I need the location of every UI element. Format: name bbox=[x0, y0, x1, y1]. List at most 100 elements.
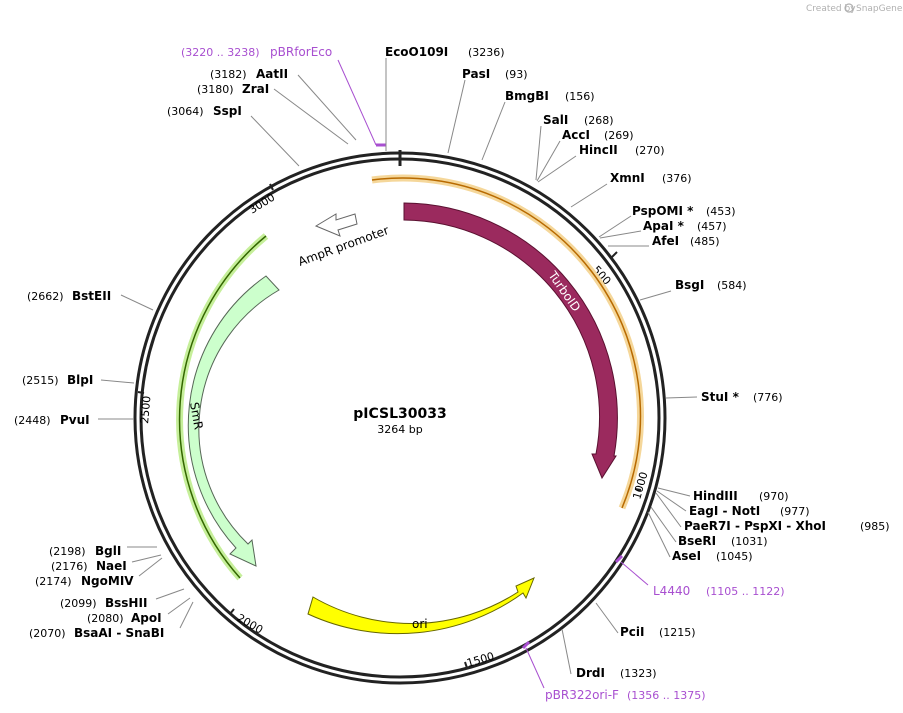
site-hindiii-name[interactable]: HindIII bbox=[693, 489, 738, 503]
site-afei-pos: (485) bbox=[690, 235, 720, 248]
site-aatii-name[interactable]: AatII bbox=[256, 67, 288, 81]
brand-created-by: Created by bbox=[806, 4, 856, 14]
site-bgli-name[interactable]: BglI bbox=[95, 544, 121, 558]
brand-app: SnapGene bbox=[856, 4, 903, 14]
tick-3000-mark bbox=[269, 183, 274, 191]
site-xmni-pos: (376) bbox=[662, 172, 692, 185]
smr-feature[interactable] bbox=[187, 275, 280, 567]
site-hindiii-pos: (970) bbox=[759, 490, 789, 503]
site-acci-pos: (269) bbox=[604, 129, 634, 142]
turboid-outline-arc-edge bbox=[371, 177, 642, 509]
site-stui-pos: (776) bbox=[753, 391, 783, 404]
site-zrai-pos: (3180) bbox=[197, 83, 234, 96]
site-blpi-name[interactable]: BlpI bbox=[67, 373, 93, 387]
site-bmgbi-pos: (156) bbox=[565, 90, 595, 103]
site-bseri-name[interactable]: BseRI bbox=[678, 534, 716, 548]
turboid-feature[interactable] bbox=[403, 202, 618, 480]
tick-2500: 2500 bbox=[138, 395, 153, 424]
site-pasi-name[interactable]: PasI bbox=[462, 67, 490, 81]
primer-pbr322ori-f-name[interactable]: pBR322ori-F bbox=[545, 688, 619, 702]
primer-pbrforeco-range: (3220 .. 3238) bbox=[181, 46, 260, 59]
site-apai-name[interactable]: ApaI * bbox=[643, 219, 685, 233]
site-blpi-pos: (2515) bbox=[22, 374, 59, 387]
site-bsgi-name[interactable]: BsgI bbox=[675, 278, 704, 292]
site-asei-pos: (1045) bbox=[716, 550, 753, 563]
tick-2500-mark bbox=[137, 391, 145, 394]
site-pcii-pos: (1215) bbox=[659, 626, 696, 639]
primer-labels: (3220 .. 3238) pBRforEco L4440 (1105 .. … bbox=[181, 45, 785, 702]
site-zrai-name[interactable]: ZraI bbox=[242, 82, 269, 96]
tick-1000-mark bbox=[634, 488, 642, 491]
site-ngomiv-pos: (2174) bbox=[35, 575, 72, 588]
site-bsshii-pos: (2099) bbox=[60, 597, 97, 610]
site-bgli-pos: (2198) bbox=[49, 545, 86, 558]
site-apoi-name[interactable]: ApoI bbox=[131, 611, 162, 625]
tick-2000-mark bbox=[229, 608, 235, 615]
site-aatii-pos: (3182) bbox=[210, 68, 247, 81]
primer-pbrforeco-name[interactable]: pBRforEco bbox=[270, 45, 332, 59]
site-bsshii-name[interactable]: BssHII bbox=[105, 596, 147, 610]
tick-500-mark bbox=[611, 251, 618, 258]
site-ecoo109i-pos: (3236) bbox=[468, 46, 505, 59]
site-stui-name[interactable]: StuI * bbox=[701, 390, 740, 404]
site-labels-left: (2070) BsaAI - SnaBI (2080) ApoI (2099) … bbox=[14, 67, 288, 640]
site-bsaai-name[interactable]: BsaAI - SnaBI bbox=[74, 626, 164, 640]
site-bsgi-pos: (584) bbox=[717, 279, 747, 292]
site-ngomiv-name[interactable]: NgoMIV bbox=[81, 574, 134, 588]
smr-outline-arc-edge bbox=[178, 235, 267, 579]
turboid-label: TurboID bbox=[545, 268, 583, 314]
primer-l4440-name[interactable]: L4440 bbox=[653, 584, 690, 598]
site-apoi-pos: (2080) bbox=[87, 612, 124, 625]
site-sali-name[interactable]: SalI bbox=[543, 113, 568, 127]
site-pvui-name[interactable]: PvuI bbox=[60, 413, 90, 427]
primer-l4440-range: (1105 .. 1122) bbox=[706, 585, 785, 598]
site-naei-pos: (2176) bbox=[51, 560, 88, 573]
site-paer7i-name[interactable]: PaeR7I - PspXI - XhoI bbox=[684, 519, 826, 533]
site-bsteii-name[interactable]: BstEII bbox=[72, 289, 111, 303]
site-eagi-noti-name[interactable]: EagI - NotI bbox=[689, 504, 760, 518]
primer-pbr322ori-f-mark bbox=[521, 640, 531, 650]
snapgene-logo-icon bbox=[844, 3, 854, 13]
site-asei-name[interactable]: AseI bbox=[672, 549, 701, 563]
site-eagi-noti-pos: (977) bbox=[780, 505, 810, 518]
site-apai-pos: (457) bbox=[697, 220, 727, 233]
site-xmni-name[interactable]: XmnI bbox=[610, 171, 645, 185]
site-pvui-pos: (2448) bbox=[14, 414, 51, 427]
site-pcii-name[interactable]: PciI bbox=[620, 625, 645, 639]
primer-l4440-mark bbox=[614, 554, 624, 564]
site-naei-name[interactable]: NaeI bbox=[96, 559, 127, 573]
ampr-promoter-feature[interactable] bbox=[314, 213, 358, 237]
ori-label: ori bbox=[412, 617, 428, 631]
site-acci-name[interactable]: AccI bbox=[562, 128, 590, 142]
snapgene-brand: Created by SnapGene bbox=[806, 3, 903, 14]
site-bsaai-pos: (2070) bbox=[29, 627, 66, 640]
plasmid-length: 3264 bp bbox=[377, 423, 422, 436]
site-sali-pos: (268) bbox=[584, 114, 614, 127]
site-pspomi-pos: (453) bbox=[706, 205, 736, 218]
site-sspi-pos: (3064) bbox=[167, 105, 204, 118]
site-bsteii-pos: (2662) bbox=[27, 290, 64, 303]
tick-3000: 3000 bbox=[247, 191, 278, 217]
site-bseri-pos: (1031) bbox=[731, 535, 768, 548]
site-pspomi-name[interactable]: PspOMI * bbox=[632, 204, 694, 218]
site-hincii-pos: (270) bbox=[635, 144, 665, 157]
site-connectors bbox=[98, 58, 698, 689]
tick-2000: 2000 bbox=[235, 611, 266, 636]
site-afei-name[interactable]: AfeI bbox=[652, 234, 679, 248]
primer-pbr322ori-f-range: (1356 .. 1375) bbox=[627, 689, 706, 702]
site-pasi-pos: (93) bbox=[505, 68, 528, 81]
ori-feature[interactable] bbox=[307, 577, 535, 635]
site-hincii-name[interactable]: HincII bbox=[579, 143, 618, 157]
smr-label: SmR bbox=[187, 401, 206, 431]
plasmid-name: pICSL30033 bbox=[353, 406, 446, 422]
site-bmgbi-name[interactable]: BmgBI bbox=[505, 89, 549, 103]
tick-1500-mark bbox=[464, 661, 468, 669]
site-labels-right: EcoO109I (3236) PasI (93) BmgBI (156) Sa… bbox=[385, 45, 890, 680]
ampr-promoter-label: AmpR promoter bbox=[296, 223, 390, 269]
site-drdi-pos: (1323) bbox=[620, 667, 657, 680]
site-paer7i-pos: (985) bbox=[860, 520, 890, 533]
site-ecoo109i-name[interactable]: EcoO109I bbox=[385, 45, 448, 59]
site-drdi-name[interactable]: DrdI bbox=[576, 666, 605, 680]
site-sspi-name[interactable]: SspI bbox=[213, 104, 242, 118]
